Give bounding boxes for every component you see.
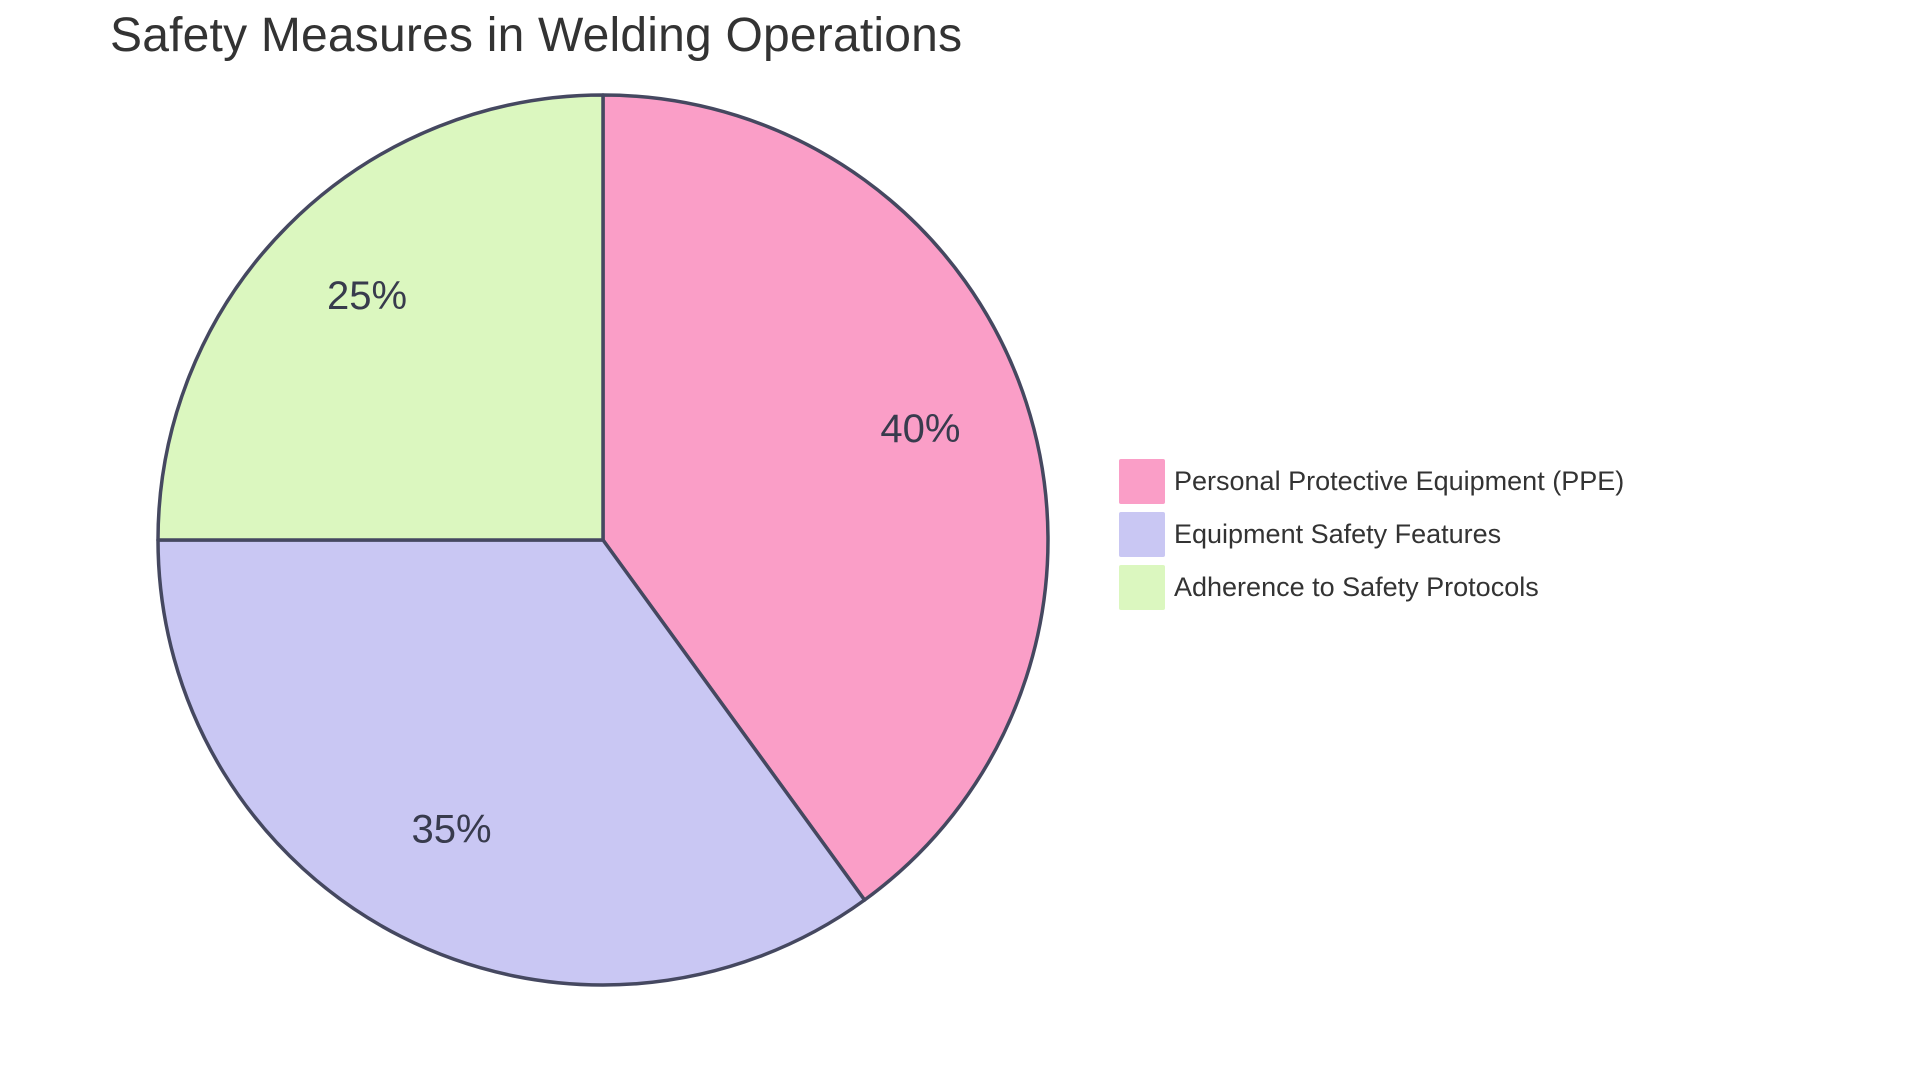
pie-slice-0 xyxy=(601,93,1050,902)
legend-swatch-icon xyxy=(1119,459,1165,504)
slice-pct-label-1: 35% xyxy=(411,807,491,851)
legend-label: Personal Protective Equipment (PPE) xyxy=(1174,466,1625,496)
slice-pct-label-0: 40% xyxy=(880,407,960,451)
legend-item-0: Personal Protective Equipment (PPE) xyxy=(1119,459,1624,504)
legend-item-1: Equipment Safety Features xyxy=(1119,512,1624,557)
legend-item-2: Adherence to Safety Protocols xyxy=(1119,565,1624,610)
pie-slice-1 xyxy=(156,538,867,987)
slice-pct-label-2: 25% xyxy=(327,274,407,318)
legend-swatch-icon xyxy=(1119,512,1165,557)
chart-title: Safety Measures in Welding Operations xyxy=(110,9,963,62)
legend-label: Adherence to Safety Protocols xyxy=(1174,572,1539,602)
pie-slice-2 xyxy=(156,93,605,542)
legend-swatch-icon xyxy=(1119,565,1165,610)
legend: Personal Protective Equipment (PPE) Equip… xyxy=(1119,459,1624,610)
legend-label: Equipment Safety Features xyxy=(1174,519,1502,549)
